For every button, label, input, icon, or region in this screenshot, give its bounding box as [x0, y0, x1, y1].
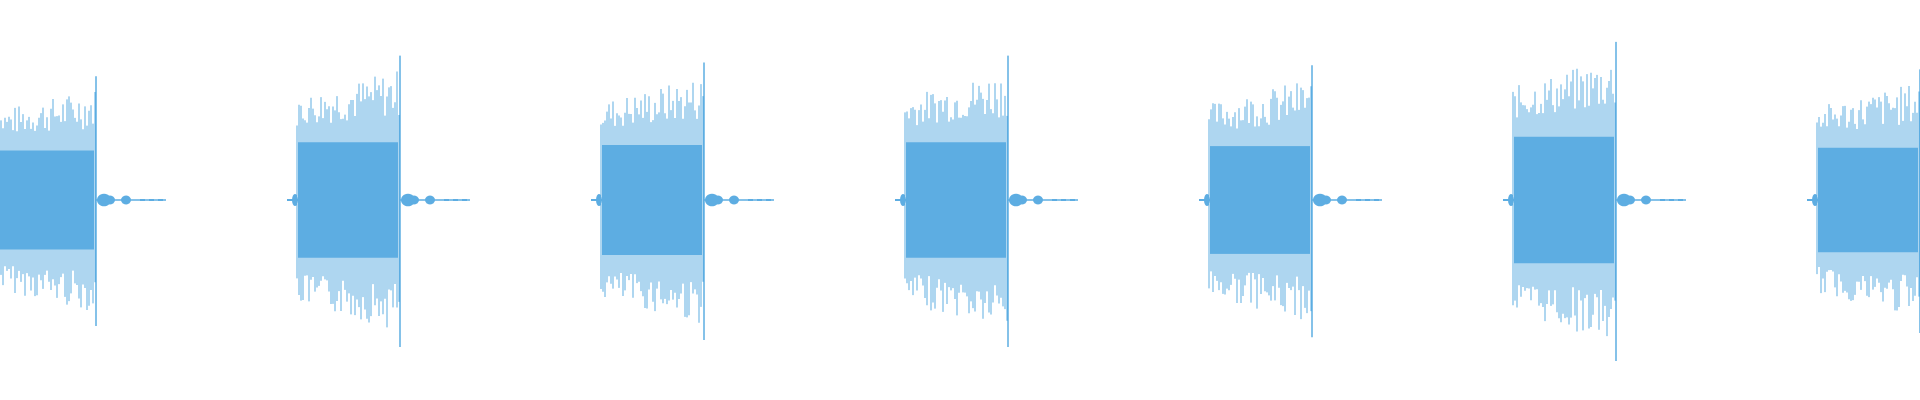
waveform-pulse: [287, 55, 470, 347]
pulse-tail: [1008, 193, 1078, 207]
pulse-tail: [400, 193, 470, 207]
waveform-pulses: [0, 41, 1920, 361]
pulse-tail: [1312, 193, 1382, 207]
pulse-spikes: [0, 76, 97, 326]
pulse-tail: [96, 193, 166, 207]
pulse-spikes: [904, 55, 1009, 347]
waveform-pulse: [895, 55, 1078, 347]
pulse-tail: [704, 193, 774, 207]
pulse-spikes: [296, 55, 401, 347]
pulse-spikes: [1208, 65, 1313, 338]
pulse-spikes: [1512, 41, 1617, 361]
pulse-tail: [1616, 193, 1686, 207]
pulse-spikes: [600, 62, 705, 340]
waveform-pulse: [1503, 41, 1686, 361]
waveform-pulse: [591, 62, 774, 340]
pulse-spikes: [1816, 69, 1920, 333]
waveform-pulse: [0, 76, 166, 326]
waveform-pulse: [1199, 65, 1382, 338]
waveform-pulse: [1807, 69, 1920, 333]
